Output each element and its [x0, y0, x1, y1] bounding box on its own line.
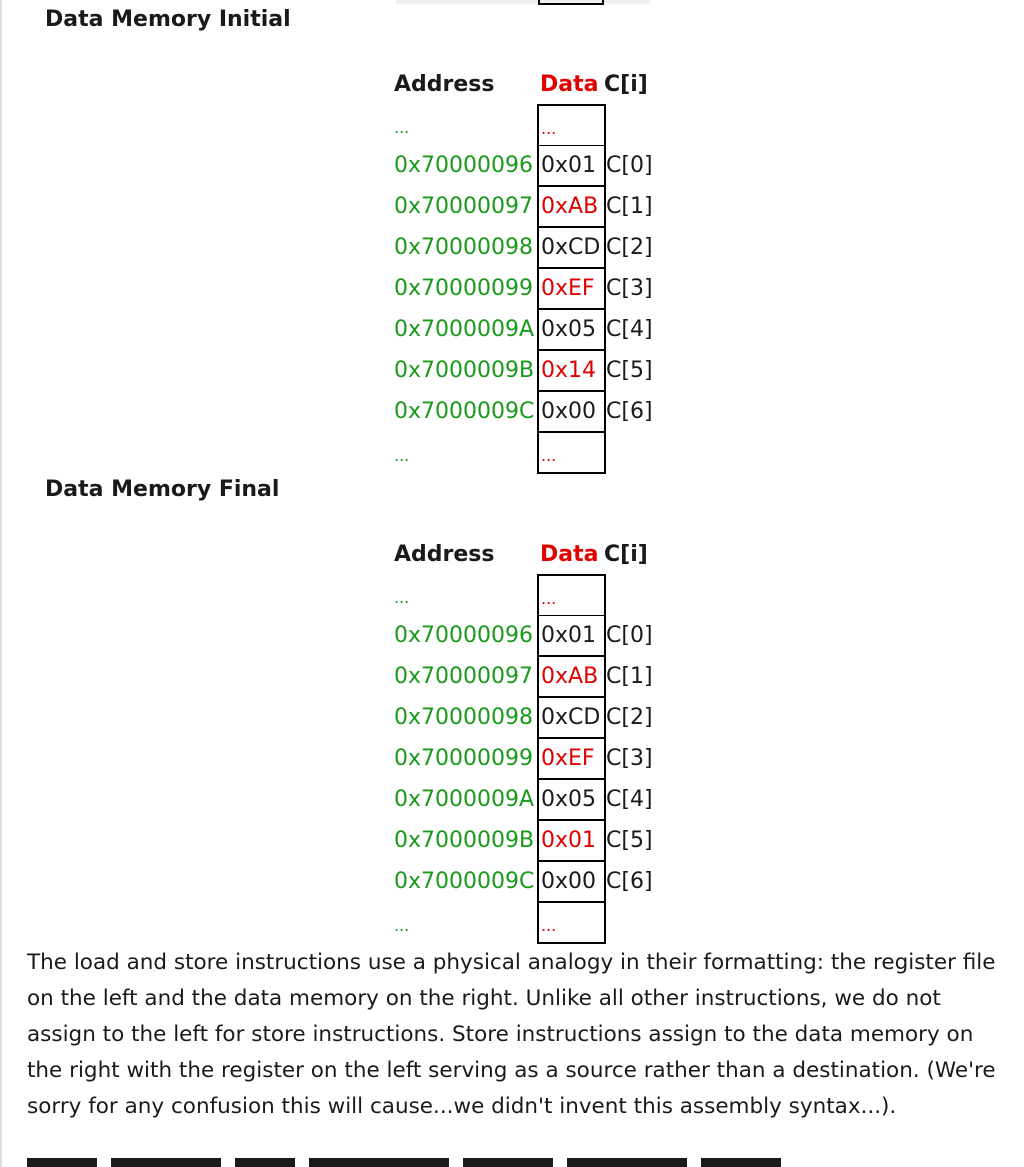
address-cell: 0x70000097 — [394, 194, 533, 219]
index-label: C[2] — [606, 705, 653, 730]
data-header: Data — [540, 72, 599, 97]
address-cell: 0x7000009C — [394, 399, 535, 424]
address-header: Address — [394, 72, 495, 97]
index-label: C[4] — [606, 317, 653, 342]
data-cell: 0xEF — [537, 268, 606, 309]
data-cell: 0xAB — [537, 656, 606, 697]
address-cell: 0x7000009B — [394, 358, 535, 383]
index-label: C[0] — [606, 153, 653, 178]
address-ellipsis: ... — [394, 916, 410, 935]
data-ellipsis: ... — [541, 916, 557, 935]
data-cell: 0x00 — [537, 861, 606, 902]
data-ellipsis: ... — [541, 446, 557, 465]
address-ellipsis: ... — [394, 588, 410, 607]
index-label: C[2] — [606, 235, 653, 260]
index-label: C[1] — [606, 664, 653, 689]
index-header: C[i] — [604, 542, 648, 567]
left-border — [0, 0, 2, 1167]
data-cell-ellipsis: ... — [537, 902, 606, 944]
address-cell: 0x7000009C — [394, 869, 535, 894]
data-header: Data — [540, 542, 599, 567]
data-cell: 0xAB — [537, 186, 606, 227]
address-header: Address — [394, 542, 495, 567]
data-cell: 0x00 — [537, 391, 606, 432]
ellipsis-row: ...... — [394, 902, 664, 944]
index-label: C[5] — [606, 828, 653, 853]
ellipsis-row: ...... — [394, 432, 664, 474]
data-cell: 0x05 — [537, 309, 606, 350]
data-cell-ellipsis: ... — [537, 574, 606, 616]
index-header: C[i] — [604, 72, 648, 97]
top-fragment — [396, 0, 650, 4]
index-label: C[0] — [606, 623, 653, 648]
data-cell: 0xCD — [537, 697, 606, 738]
index-label: C[6] — [606, 399, 653, 424]
ellipsis-row: ...... — [394, 574, 664, 616]
index-label: C[3] — [606, 276, 653, 301]
data-cell-ellipsis: ... — [537, 104, 606, 146]
section-title-initial: Data Memory Initial — [45, 7, 291, 32]
data-ellipsis: ... — [541, 119, 557, 138]
index-label: C[4] — [606, 787, 653, 812]
address-cell: 0x70000097 — [394, 664, 533, 689]
top-fragment-cell — [538, 0, 604, 5]
next-line-fragment — [27, 1158, 927, 1167]
address-cell: 0x7000009A — [394, 787, 535, 812]
data-cell: 0x01 — [537, 615, 606, 656]
data-cell: 0x14 — [537, 350, 606, 391]
address-ellipsis: ... — [394, 118, 410, 137]
ellipsis-row: ...... — [394, 104, 664, 146]
index-label: C[6] — [606, 869, 653, 894]
index-label: C[1] — [606, 194, 653, 219]
explanation-paragraph: The load and store instructions use a ph… — [27, 950, 996, 1119]
address-ellipsis: ... — [394, 446, 410, 465]
address-cell: 0x7000009A — [394, 317, 535, 342]
data-ellipsis: ... — [541, 589, 557, 608]
address-cell: 0x70000098 — [394, 235, 533, 260]
data-cell: 0x01 — [537, 145, 606, 186]
address-cell: 0x70000098 — [394, 705, 533, 730]
address-cell: 0x70000099 — [394, 746, 533, 771]
index-label: C[5] — [606, 358, 653, 383]
address-cell: 0x70000096 — [394, 153, 533, 178]
section-title-final: Data Memory Final — [45, 477, 280, 502]
address-cell: 0x70000099 — [394, 276, 533, 301]
data-cell-ellipsis: ... — [537, 432, 606, 474]
data-cell: 0x05 — [537, 779, 606, 820]
index-label: C[3] — [606, 746, 653, 771]
data-cell: 0xCD — [537, 227, 606, 268]
address-cell: 0x70000096 — [394, 623, 533, 648]
address-cell: 0x7000009B — [394, 828, 535, 853]
data-cell: 0x01 — [537, 820, 606, 861]
data-cell: 0xEF — [537, 738, 606, 779]
